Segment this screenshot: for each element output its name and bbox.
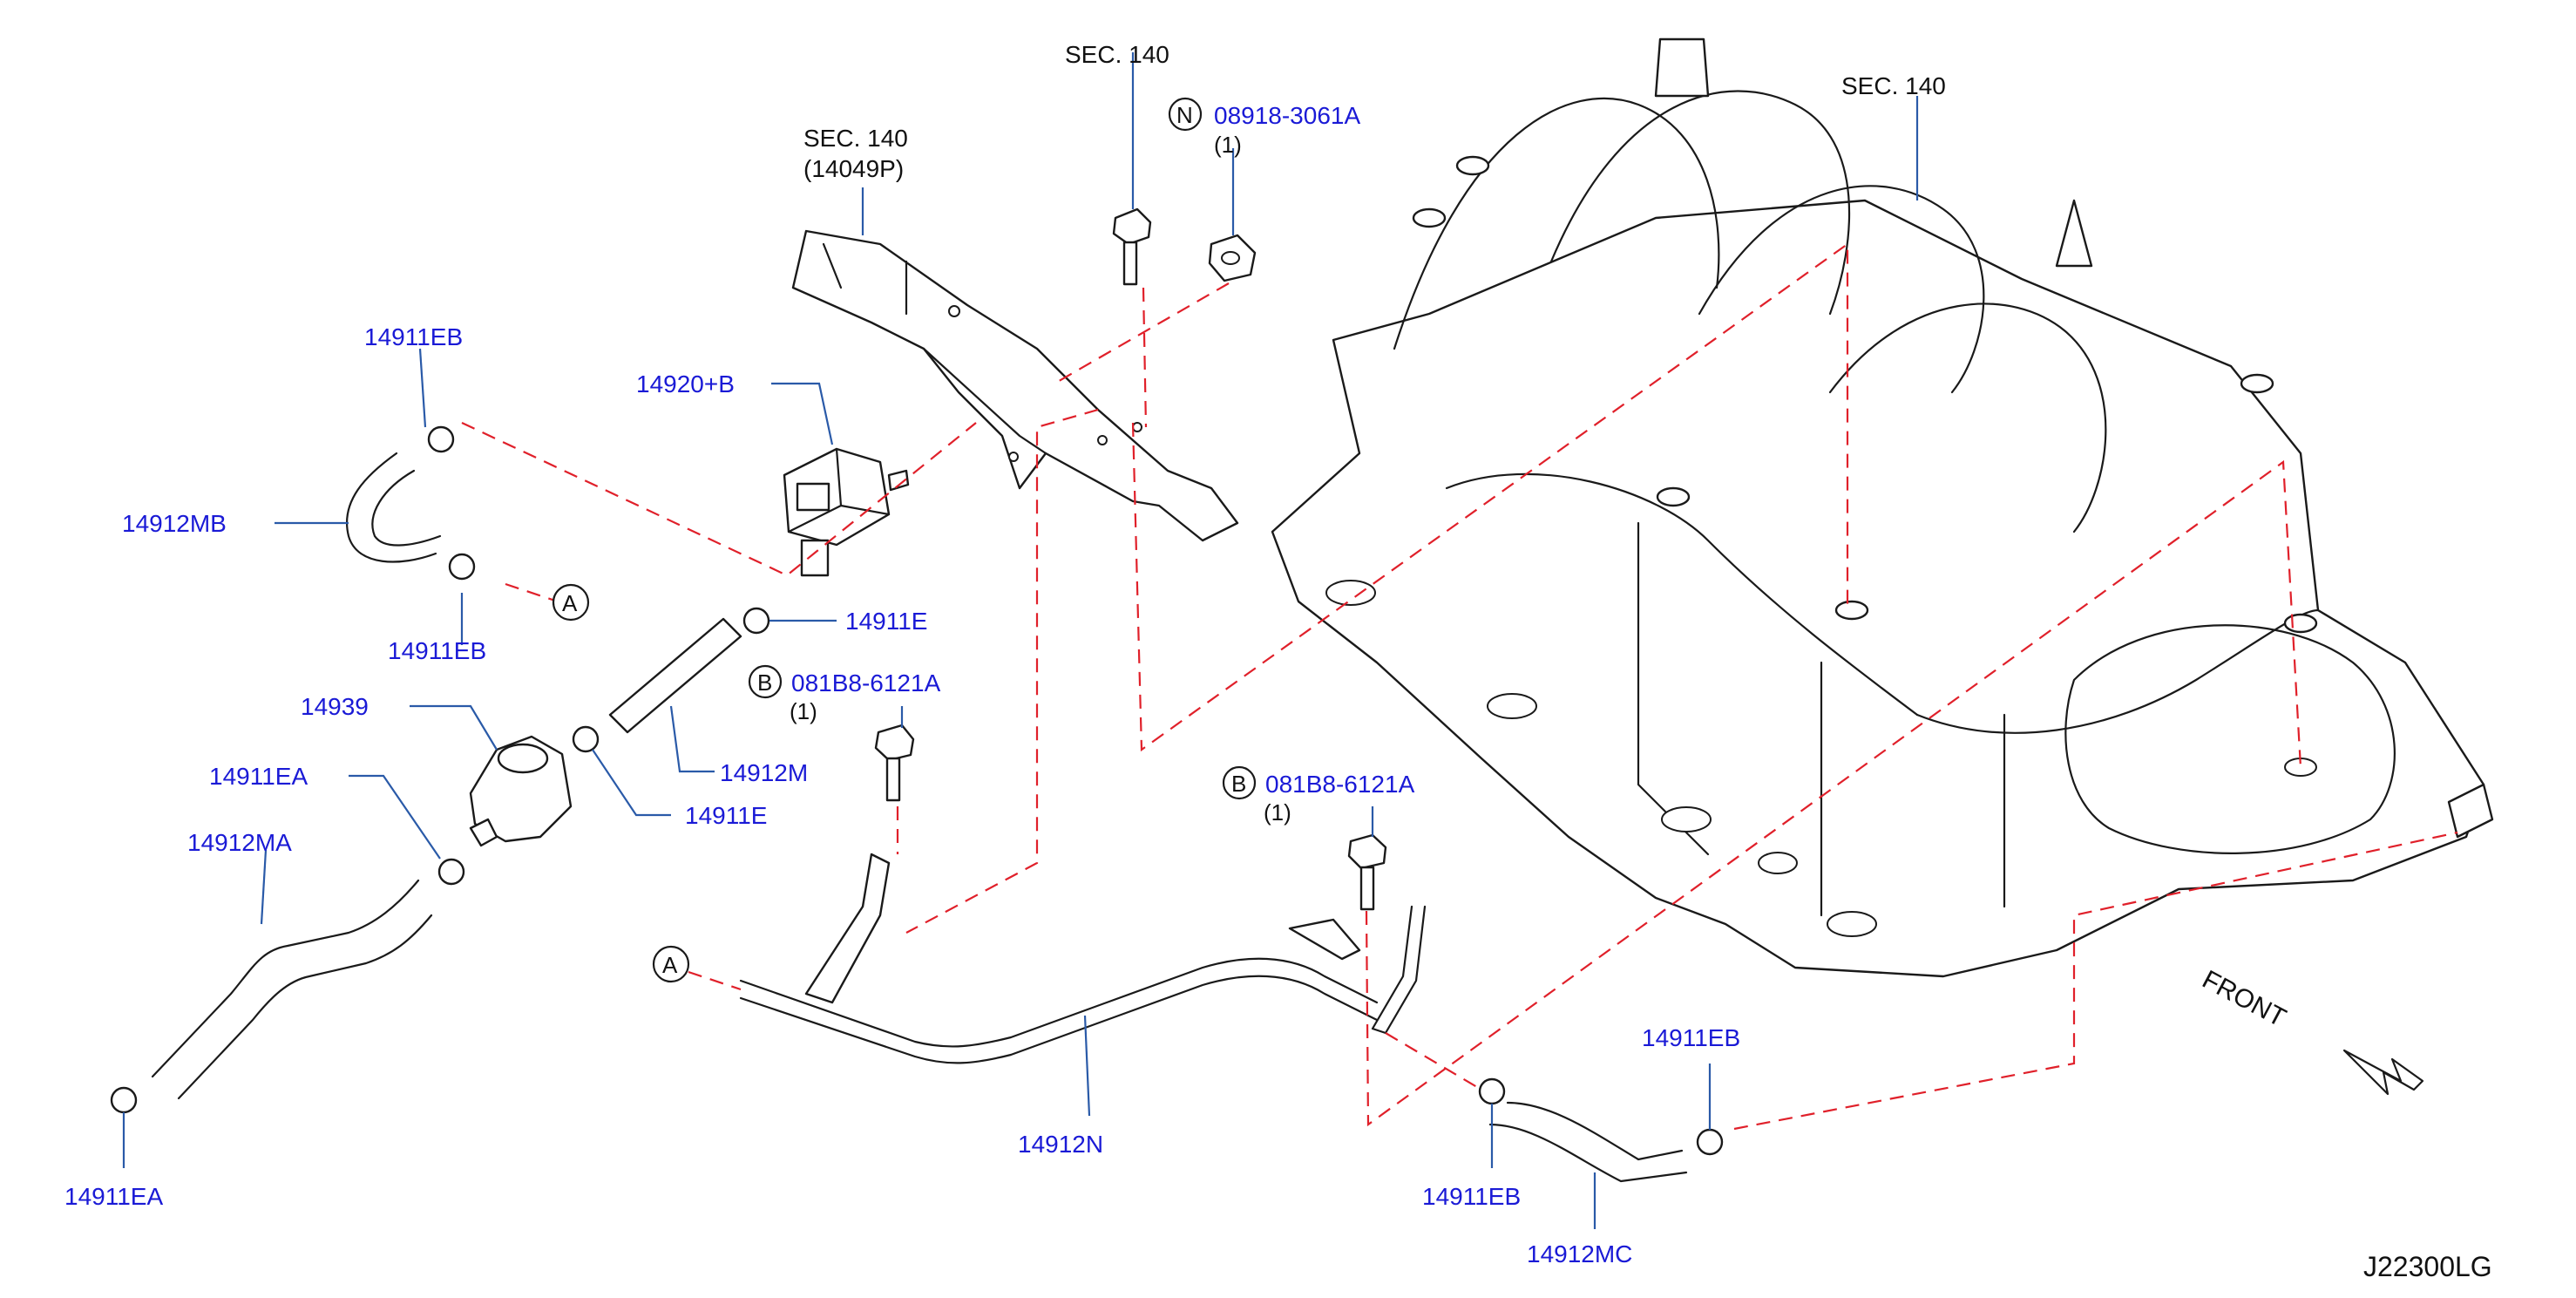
- bolt2-qty: (1): [1264, 799, 1291, 826]
- bolt1-part-number: 081B8-6121A: [791, 669, 941, 697]
- diagram-id: J22300LG: [2363, 1251, 2492, 1282]
- part-label-14939: 14939: [301, 693, 369, 720]
- sec140-bracket-sub-label: (14049P): [803, 155, 904, 182]
- part-label-14911E-2: 14911E: [685, 802, 767, 829]
- nut-symbol: N: [1176, 102, 1193, 128]
- connection-mark-a2-circle: [652, 945, 690, 983]
- connection-mark-a2: A: [662, 952, 678, 978]
- hose-14912M: [608, 617, 742, 734]
- nut-qty: (1): [1214, 132, 1242, 158]
- sec140-manifold-label: SEC. 140: [1841, 72, 1946, 99]
- part-label-14911EB-2: 14911EB: [388, 637, 486, 664]
- connection-mark-a1-circle: [552, 583, 590, 622]
- bolt-top: [1112, 207, 1152, 286]
- hose-14912MC: [1488, 1101, 1688, 1183]
- part-label-14911EA-1: 14911EA: [209, 763, 308, 790]
- bolt1-symbol: B: [757, 669, 772, 696]
- part-label-14911EB-1: 14911EB: [364, 323, 463, 350]
- bolt2-part-number: 081B8-6121A: [1265, 771, 1415, 798]
- pipe-14912N: [739, 853, 1427, 1064]
- bracket: [791, 229, 1239, 542]
- part-label-14912MA: 14912MA: [187, 829, 292, 856]
- hose-14912MA: [151, 879, 433, 1100]
- part-label-14912MB: 14912MB: [122, 510, 227, 537]
- dashed-guides: [461, 241, 2458, 1131]
- part-label-14912N: 14912N: [1018, 1131, 1103, 1158]
- bolt1-qty: (1): [790, 698, 817, 724]
- sec140-bracket-label: SEC. 140: [803, 125, 908, 152]
- bolt-low: [1347, 833, 1387, 911]
- vacuum-tank: [469, 735, 573, 847]
- part-label-14911EB-3: 14911EB: [1422, 1183, 1521, 1210]
- nut-part-number: 08918-3061A: [1214, 102, 1360, 129]
- front-label: FRONT: [2198, 965, 2291, 1033]
- leader-lines: [122, 52, 1919, 1229]
- part-label-14912M: 14912M: [720, 759, 808, 786]
- bolt2-symbol-circle: [1222, 765, 1257, 800]
- bolt2-symbol: B: [1231, 771, 1246, 797]
- nut-symbol-circle: [1168, 97, 1203, 132]
- part-label-14911EB-4: 14911EB: [1642, 1024, 1740, 1051]
- intake-manifold: [1271, 37, 2494, 978]
- part-label-14920B: 14920+B: [636, 370, 735, 398]
- bolt-mid: [874, 724, 915, 802]
- connection-mark-a1: A: [562, 590, 578, 616]
- sec140-top-label: SEC. 140: [1065, 41, 1169, 68]
- nut: [1208, 234, 1257, 282]
- part-label-14912MC: 14912MC: [1527, 1240, 1632, 1267]
- part-label-14911EA-2: 14911EA: [64, 1183, 163, 1210]
- front-arrow-icon: [2342, 1049, 2424, 1096]
- bolt1-symbol-circle: [748, 664, 783, 699]
- hose-14912MB: [346, 452, 442, 563]
- part-label-14911E-1: 14911E: [845, 608, 927, 635]
- solenoid-valve: [783, 447, 910, 577]
